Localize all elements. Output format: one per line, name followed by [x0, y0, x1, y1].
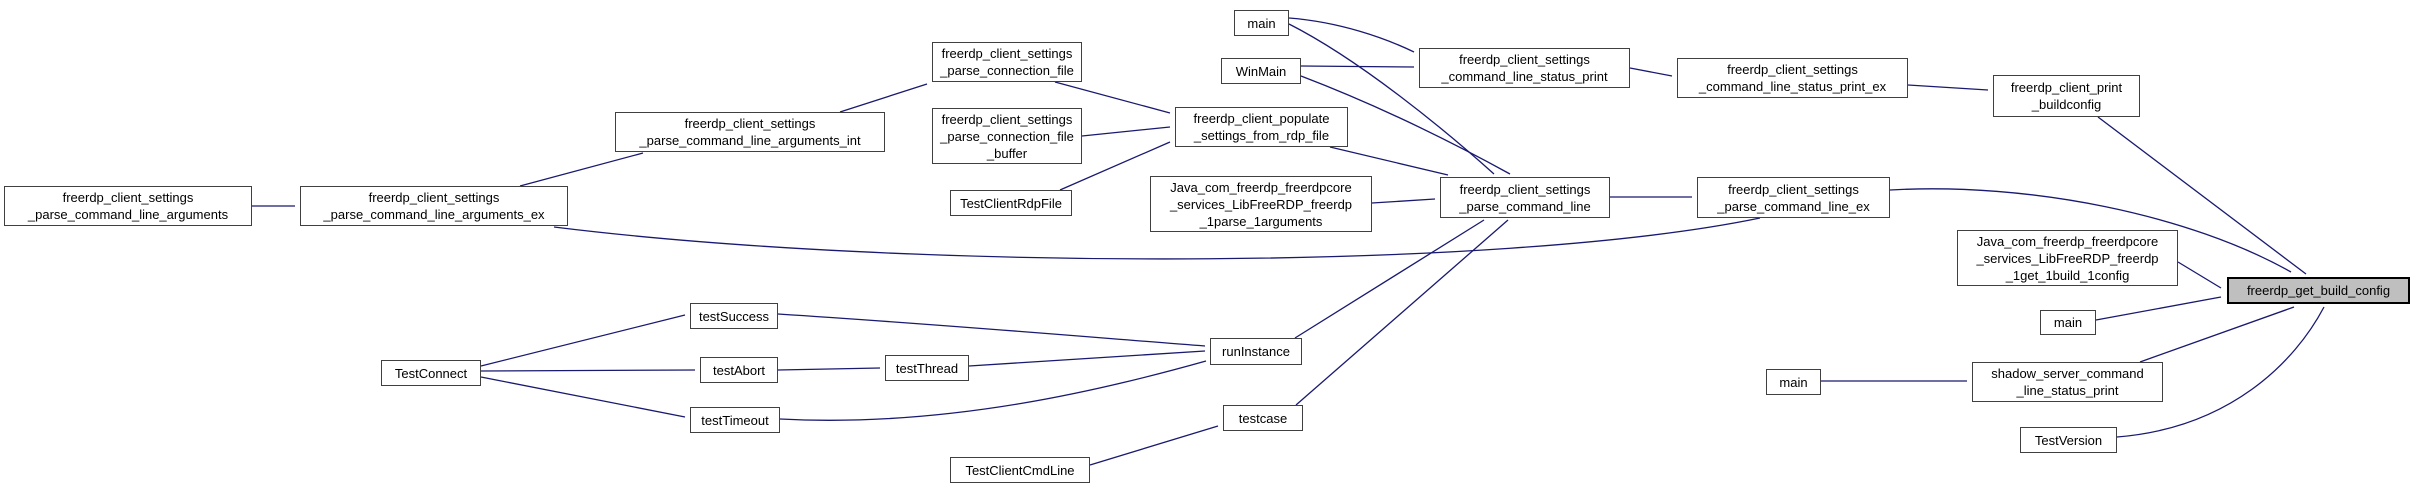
edge-n28-n14 — [1295, 219, 1509, 406]
graph-node-n14[interactable]: freerdp_client_settings _parse_command_l… — [1440, 177, 1610, 218]
graph-node-n19[interactable]: TestVersion — [2020, 427, 2117, 453]
edge-n10-n14 — [1300, 75, 1511, 175]
graph-node-n6[interactable]: TestClientRdpFile — [950, 190, 1072, 216]
graph-node-n20[interactable]: main — [1766, 369, 1821, 395]
edge-n16-n21 — [2177, 261, 2222, 289]
graph-node-n11[interactable]: freerdp_client_settings _command_line_st… — [1419, 48, 1630, 88]
edge-n22-n27 — [777, 313, 1206, 347]
graph-node-n3[interactable]: freerdp_client_settings _parse_command_l… — [615, 112, 885, 152]
graph-node-n18[interactable]: shadow_server_command _line_status_print — [1972, 362, 2163, 402]
edge-n29-n28 — [1089, 425, 1219, 466]
edge-n6-n7 — [1059, 141, 1171, 191]
graph-node-n16[interactable]: Java_com_freerdp_freerdpcore _services_L… — [1957, 230, 2178, 286]
graph-node-n15[interactable]: freerdp_client_settings _parse_command_l… — [1697, 177, 1890, 218]
edge-n2-n3 — [519, 152, 644, 187]
graph-node-n22[interactable]: testSuccess — [690, 303, 778, 329]
edge-n23-n24 — [777, 367, 881, 371]
graph-node-n5[interactable]: freerdp_client_settings _parse_connectio… — [932, 108, 1082, 164]
edge-n17-n21 — [2095, 296, 2222, 321]
edge-n15-n2 — [553, 217, 1761, 260]
edge-n9-n14 — [1288, 23, 1495, 175]
edge-n26-n22 — [480, 314, 686, 367]
graph-node-n9[interactable]: main — [1234, 10, 1289, 36]
edge-n12-n13 — [1907, 84, 1989, 91]
graph-node-n25[interactable]: testTimeout — [690, 407, 780, 433]
edge-n18-n21 — [2139, 306, 2295, 363]
edge-n3-n4 — [839, 83, 928, 113]
edge-n19-n21 — [2116, 306, 2325, 438]
graph-node-n29[interactable]: TestClientCmdLine — [950, 457, 1090, 483]
edge-n25-n27 — [779, 360, 1207, 421]
graph-node-n8[interactable]: Java_com_freerdp_freerdpcore _services_L… — [1150, 176, 1372, 232]
edge-n27-n14 — [1294, 219, 1485, 339]
graph-node-n2[interactable]: freerdp_client_settings _parse_command_l… — [300, 186, 568, 226]
graph-node-n1[interactable]: freerdp_client_settings _parse_command_l… — [4, 186, 252, 226]
graph-node-n13[interactable]: freerdp_client_print _buildconfig — [1993, 75, 2140, 117]
edge-n15-n21 — [1889, 188, 2292, 273]
graph-node-n17[interactable]: main — [2040, 310, 2096, 335]
graph-node-n7[interactable]: freerdp_client_populate _settings_from_r… — [1175, 107, 1348, 147]
graph-node-target-n21: freerdp_get_build_config — [2227, 277, 2410, 304]
graph-node-n12[interactable]: freerdp_client_settings _command_line_st… — [1677, 58, 1908, 98]
edge-n5-n7 — [1081, 126, 1171, 137]
edge-n13-n21 — [2097, 116, 2307, 275]
edge-n8-n14 — [1371, 198, 1436, 204]
edge-n10-n11 — [1300, 65, 1415, 68]
edge-n9-n11 — [1288, 17, 1415, 53]
graph-node-n23[interactable]: testAbort — [700, 357, 778, 383]
graph-node-n4[interactable]: freerdp_client_settings _parse_connectio… — [932, 42, 1082, 82]
edge-n26-n23 — [480, 369, 696, 372]
edge-n11-n12 — [1629, 67, 1673, 77]
graph-node-n10[interactable]: WinMain — [1221, 58, 1301, 84]
edge-n24-n27 — [968, 350, 1206, 367]
graph-node-n26[interactable]: TestConnect — [381, 360, 481, 386]
edge-n7-n14 — [1329, 146, 1449, 176]
graph-node-n24[interactable]: testThread — [885, 355, 969, 381]
graph-node-n28[interactable]: testcase — [1223, 405, 1303, 431]
edge-n26-n25 — [480, 376, 686, 418]
graph-node-n27[interactable]: runInstance — [1210, 338, 1302, 365]
edge-n4-n7 — [1054, 81, 1171, 114]
